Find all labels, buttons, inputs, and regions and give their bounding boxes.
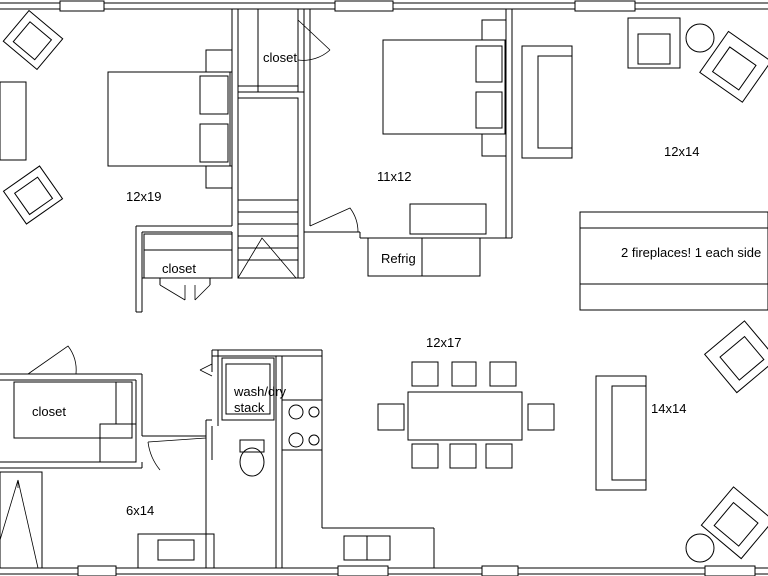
lower-left-item — [0, 471, 43, 569]
label-closet-top: closet — [263, 50, 297, 65]
label-bedroom-left: 12x19 — [126, 189, 161, 204]
labels: closet 12x19 11x12 12x14 closet Refrig 2… — [32, 50, 761, 518]
refrigerator — [367, 237, 481, 277]
label-bedroom-center: 11x12 — [377, 169, 411, 184]
bed-left — [107, 49, 233, 189]
toilet — [239, 439, 265, 477]
label-closet-left: closet — [32, 404, 66, 419]
label-fireplace-note: 2 fireplaces! 1 each side — [621, 245, 761, 260]
label-living-top-right: 12x14 — [664, 144, 699, 159]
label-bottom-left-room: 6x14 — [126, 503, 154, 518]
bed-center — [382, 19, 507, 235]
label-living-bottom-right: 14x14 — [651, 401, 686, 416]
label-wash-dry-2: stack — [234, 400, 265, 415]
lower-walls — [0, 345, 435, 568]
lower-left-closet — [13, 381, 137, 463]
left-closet — [143, 233, 233, 301]
dining-set — [377, 361, 555, 469]
label-closet-mid: closet — [162, 261, 196, 276]
stove — [281, 399, 323, 451]
label-dining: 12x17 — [426, 335, 461, 350]
label-refrig: Refrig — [381, 251, 416, 266]
label-wash-dry-1: wash/dry — [233, 384, 287, 399]
bottom-right-living-furniture — [595, 320, 768, 563]
top-right-living-furniture — [521, 17, 768, 311]
bottom-cabinets — [137, 533, 391, 569]
center-bedroom-door — [309, 207, 359, 233]
left-room-furniture — [0, 9, 64, 225]
wash-dry-stack — [221, 357, 275, 421]
stairs — [237, 97, 299, 279]
top-closet — [237, 8, 331, 93]
